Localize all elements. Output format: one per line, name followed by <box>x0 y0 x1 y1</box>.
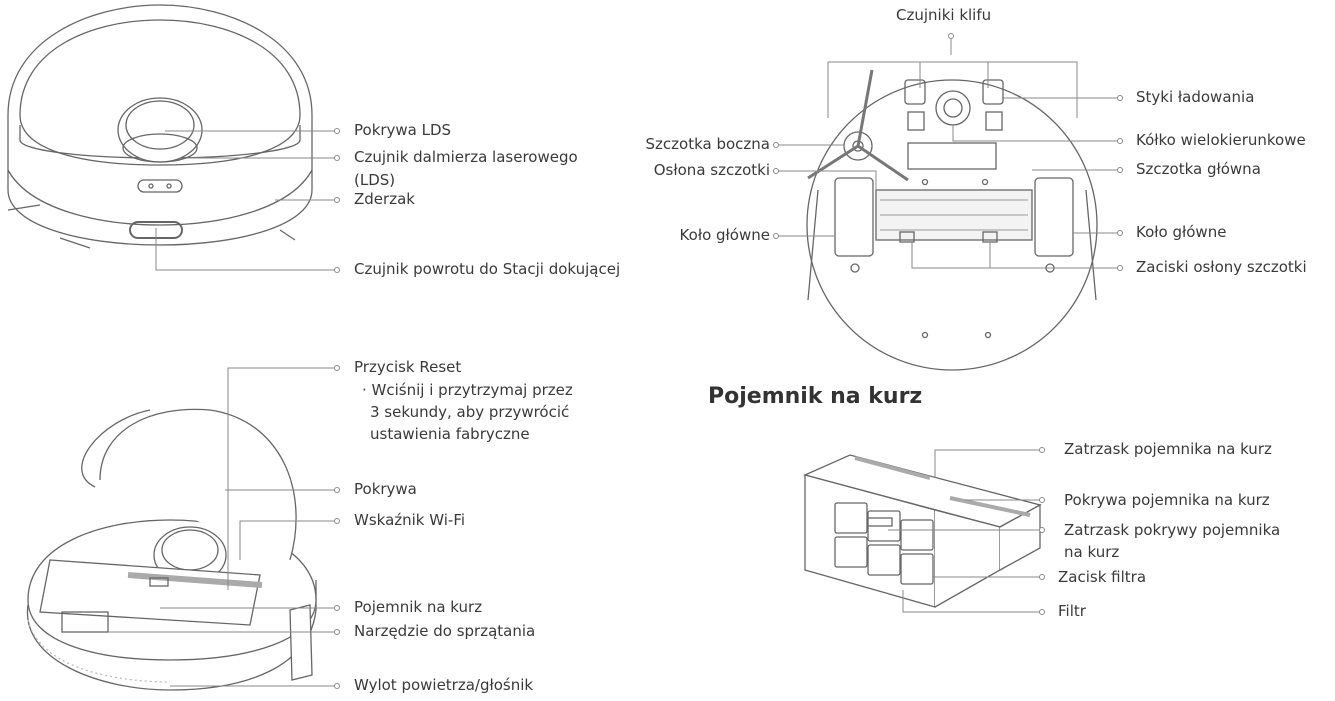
label-charging-contacts: Styki ładowania <box>1136 88 1255 106</box>
robot-top-view <box>7 4 313 249</box>
label-dustbin-latch: Zatrzask pojemnika na kurz <box>1064 440 1272 458</box>
label-reset-button: Przycisk Reset <box>354 358 462 376</box>
dustbin-drawing <box>803 454 1042 608</box>
label-air-outlet: Wylot powietrza/głośnik <box>354 676 534 694</box>
label-lds-cover: Pokrywa LDS <box>354 121 452 139</box>
robot-open-view <box>26 408 317 691</box>
label-brush-cover: Osłona szczotki <box>653 161 770 179</box>
label-reset-note-3: ustawienia fabryczne <box>370 425 530 443</box>
label-reset-note-2: 3 sekundy, aby przywrócić <box>370 403 570 421</box>
label-main-wheel-left: Koło główne <box>679 226 770 244</box>
dustbin-leaders <box>888 447 1045 615</box>
label-lid-latch: Zatrzask pokrywy pojemnika <box>1064 521 1281 539</box>
label-filter-clip: Zacisk filtra <box>1058 568 1147 586</box>
label-lid-latch-2: na kurz <box>1064 543 1120 561</box>
robot-bottom-view <box>806 69 1098 371</box>
label-side-brush: Szczotka boczna <box>645 135 770 153</box>
label-omni-wheel: Kółko wielokierunkowe <box>1136 131 1306 149</box>
label-filter: Filtr <box>1058 602 1086 620</box>
label-wifi-indicator: Wskaźnik Wi-Fi <box>354 511 466 529</box>
label-main-brush: Szczotka główna <box>1136 160 1261 178</box>
label-main-wheel-right: Koło główne <box>1136 223 1227 241</box>
label-dustbin: Pojemnik na kurz <box>354 598 483 616</box>
label-cliff-sensors: Czujniki klifu <box>896 6 992 24</box>
label-cleaning-tool: Narzędzie do sprzątania <box>354 622 536 640</box>
label-lds-sensor: Czujnik dalmierza laserowego <box>354 148 578 166</box>
label-dock-sensor: Czujnik powrotu do Stacji dokującej <box>354 260 621 278</box>
top-view-leaders <box>155 128 340 273</box>
section-title-dustbin: Pojemnik na kurz <box>708 384 923 409</box>
label-dustbin-lid: Pokrywa pojemnika na kurz <box>1064 491 1270 509</box>
label-bumper: Zderzak <box>354 190 415 208</box>
label-lds-sensor-abbr: (LDS) <box>354 171 396 189</box>
label-brush-cover-clips: Zaciski osłony szczotki <box>1136 258 1307 276</box>
label-reset-note-1: · Wciśnij i przytrzymaj przez <box>362 381 573 399</box>
label-cover: Pokrywa <box>354 480 417 498</box>
bottom-view-leaders <box>773 33 1123 271</box>
open-view-leaders <box>108 365 340 689</box>
